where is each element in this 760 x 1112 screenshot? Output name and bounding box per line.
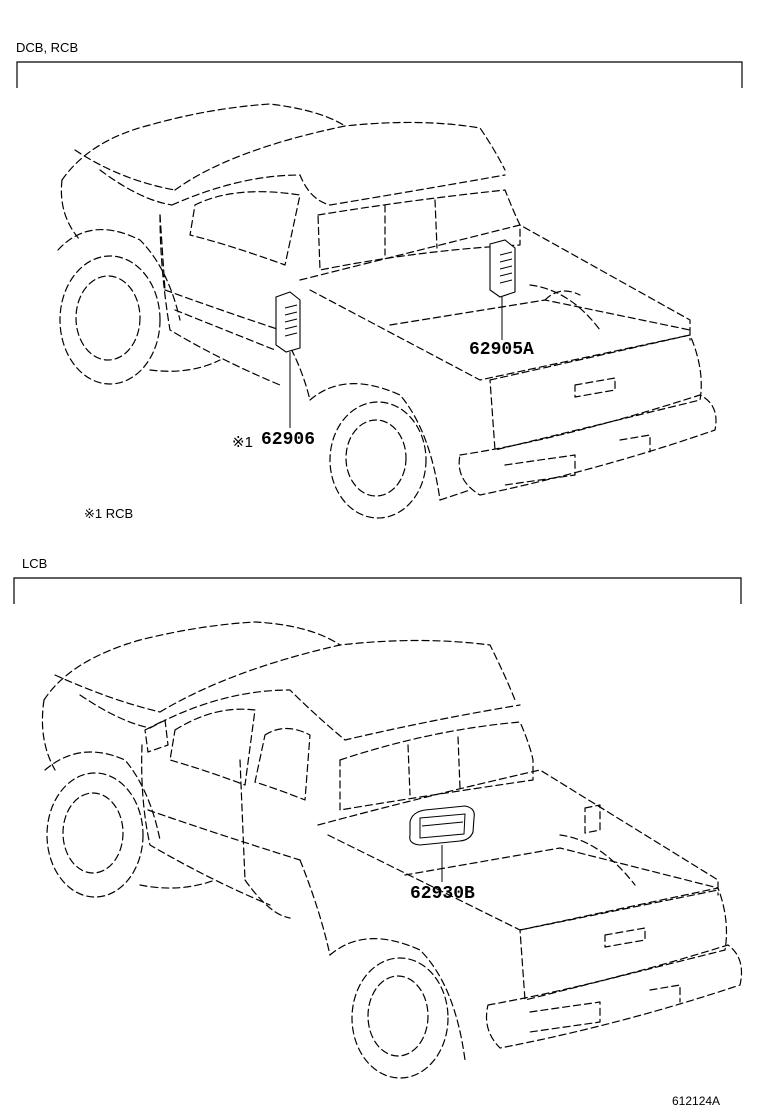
- truck-illustration-lcb: [41, 621, 743, 1079]
- section-title-dcb-rcb: DCB, RCB: [16, 40, 79, 55]
- section-bracket-top: [16, 61, 743, 88]
- section-title-lcb: LCB: [22, 556, 48, 571]
- vent-62905A: [489, 239, 516, 298]
- vent-62930B: [409, 805, 475, 846]
- footnote-rcb: ※1 RCB: [84, 506, 134, 521]
- callout-note-mark: ※1: [232, 434, 253, 451]
- part-number-62905A: 62905A: [469, 340, 534, 360]
- figure-id: 612124A: [672, 1094, 721, 1108]
- truck-illustration-dcb: [57, 103, 717, 519]
- vent-62906: [275, 291, 301, 353]
- part-number-62906: 62906: [261, 430, 316, 450]
- part-number-62930B: 62930B: [410, 884, 475, 904]
- section-bracket-bottom: [13, 577, 742, 604]
